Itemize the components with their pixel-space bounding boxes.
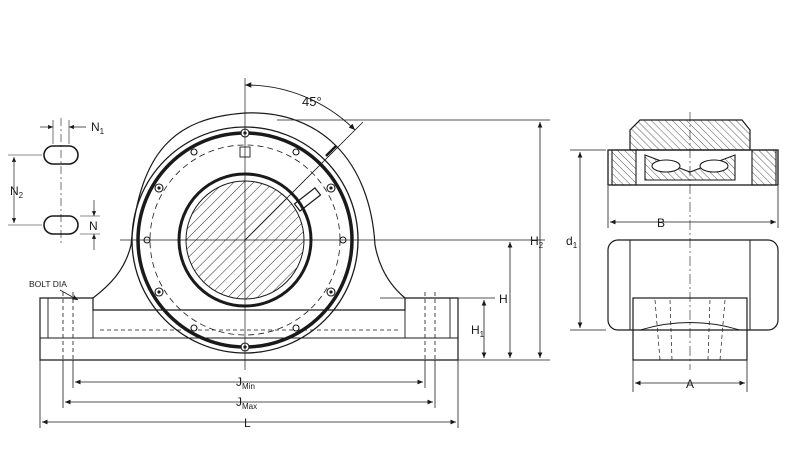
side-dimensions <box>570 149 779 392</box>
angle-label: 45° <box>302 94 322 109</box>
seal-left <box>611 149 637 186</box>
dimension-labels: 45° N1 N2 N BOLT DIA H2 H H1 JMin JMax L… <box>10 94 694 430</box>
roller-section <box>644 154 736 181</box>
zerk-fitting <box>325 145 337 157</box>
label-n: N <box>89 219 98 233</box>
bolt-pad-right <box>404 297 451 339</box>
bolt-pad-left <box>47 297 94 339</box>
bolt-holes <box>62 292 436 360</box>
slot-detail <box>8 118 100 250</box>
roller-right <box>699 159 729 173</box>
label-n2: N2 <box>10 184 24 200</box>
angle-line <box>244 121 364 241</box>
label-n1: N1 <box>91 120 105 136</box>
front-dimensions <box>39 119 550 428</box>
label-d1: d1 <box>566 234 578 250</box>
roller-left <box>651 159 681 173</box>
bearing-section <box>607 149 779 186</box>
label-b: B <box>657 216 665 230</box>
angle-arc <box>244 82 356 131</box>
label-bolt-dia: BOLT DIA <box>29 279 67 289</box>
front-view <box>39 78 545 370</box>
label-h2: H2 <box>530 234 544 250</box>
label-l: L <box>244 416 251 430</box>
side-view <box>607 112 779 370</box>
label-jmin: JMin <box>236 375 255 391</box>
grease-fitting <box>293 187 322 212</box>
label-h1: H1 <box>471 323 485 339</box>
label-h: H <box>499 292 508 306</box>
label-a: A <box>686 377 694 391</box>
label-jmax: JMax <box>236 395 257 411</box>
seal-right <box>751 149 777 186</box>
